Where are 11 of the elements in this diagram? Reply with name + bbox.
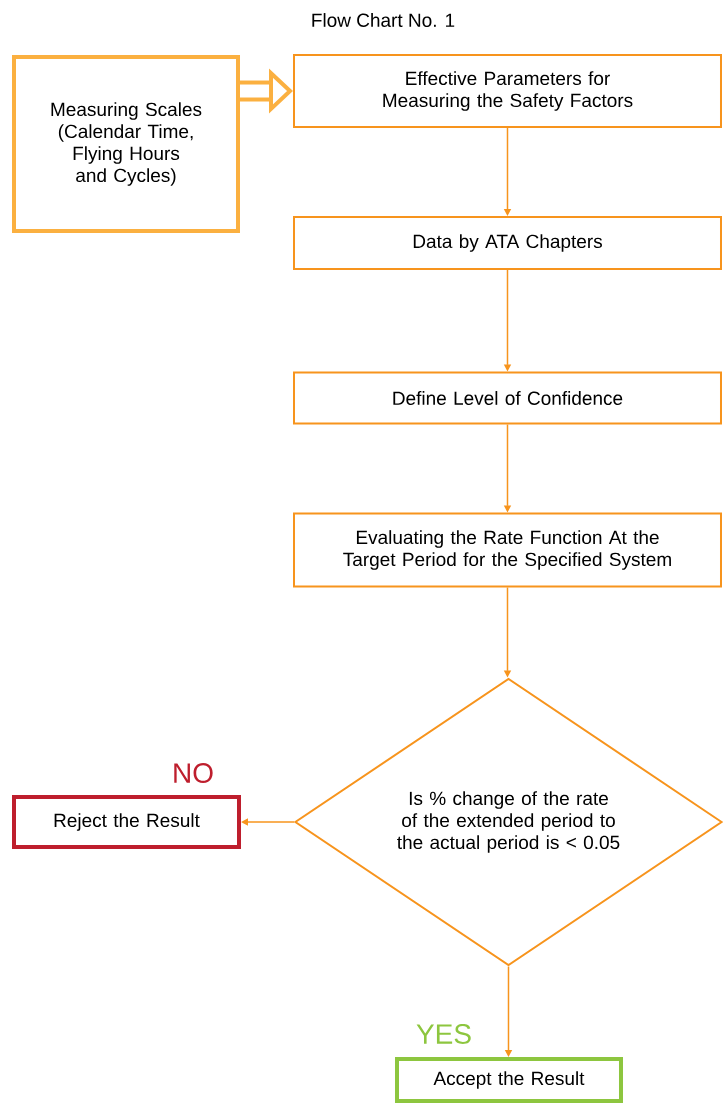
- edge-label: YES: [416, 1024, 471, 1044]
- edge-label: NO: [174, 763, 213, 783]
- chart-title: Flow Chart No. 1: [312, 13, 455, 27]
- process-box: Reject the Result: [12, 795, 241, 849]
- arrow: [241, 818, 295, 826]
- process-box: Effective Parameters for Measuring the Safety Factors: [293, 54, 722, 128]
- process-box: Data by ATA Chapters: [293, 216, 722, 270]
- process-box: Evaluating the Rate Function At the Target Period for the Specified System: [293, 512, 722, 588]
- process-box: Accept the Result: [395, 1057, 623, 1103]
- process-box: Define Level of Confidence: [293, 371, 722, 425]
- process-box: Measuring Scales (Calendar Time, Flying Hours and Cycles): [12, 55, 240, 233]
